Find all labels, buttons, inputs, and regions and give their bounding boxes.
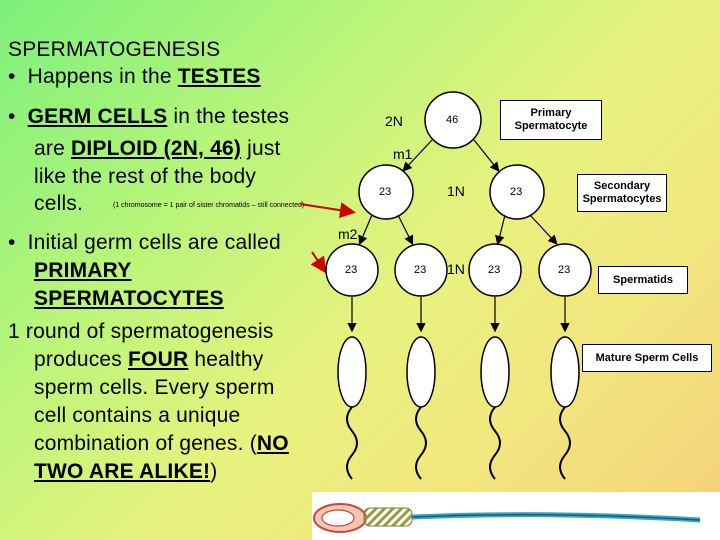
spermatid-count-1: 23 [345,264,358,276]
secondary-cell-left [358,164,414,220]
sperm-cell-4 [550,336,580,480]
label-2n: 2N [385,113,403,129]
spermatid-2 [394,243,448,297]
spermatid-count-3: 23 [488,264,501,276]
spermatid-4 [538,243,592,297]
round-line3: sperm cells. Every sperm [34,376,275,399]
primary-line2: PRIMARY [34,259,132,282]
sperm-cell-2 [406,336,436,480]
germ-cells-line3: like the rest of the body [34,165,257,188]
label-1n-secondary: 1N [447,183,465,199]
round-line4: cell contains a unique [34,404,241,427]
label-m2: m2 [338,226,358,242]
sperm-cell-1 [337,336,367,480]
label-1n-spermatid: 1N [447,261,465,277]
germ-cells-line2: are DIPLOID (2N, 46) just [34,137,281,160]
red-arrow-m2 [310,251,327,274]
box-mature-sperm: Mature Sperm Cells [582,344,712,372]
round-line6: TWO ARE ALIKE!) [34,460,218,483]
red-arrow-m1 [299,202,356,219]
chromosome-footnote: (1 chromosome = 1 pair of sister chromat… [113,202,305,209]
secondary-cell-right [489,164,545,220]
label-m1: m1 [393,146,413,162]
spermatid-3 [468,243,522,297]
bullet-germ-cells: • GERM CELLS in the testes [8,105,290,128]
spermatid-count-4: 23 [558,264,571,276]
germ-cells-line4: cells. [34,192,84,215]
primary-line3: SPERMATOCYTES [34,287,224,310]
secondary-count-left: 23 [379,186,392,198]
primary-chromosome-count: 46 [446,114,459,126]
sperm-illustration [312,492,720,540]
box-secondary-spermatocytes: Secondary Spermatocytes [577,174,667,212]
slide-title: SPERMATOGENESIS [8,38,221,61]
primary-cell-circle [424,91,482,149]
spermatid-1 [325,243,379,297]
round-line5: combination of genes. (NO [34,432,289,455]
spermatid-count-2: 23 [414,264,427,276]
secondary-count-right: 23 [510,186,523,198]
box-spermatids: Spermatids [598,266,688,294]
round-line1: 1 round of spermatogenesis [8,320,274,343]
sperm-cell-3 [480,336,510,480]
bullet-testes: • Happens in the TESTES [8,65,261,88]
bullet-primary: • Initial germ cells are called [8,231,281,254]
box-primary-spermatocyte: Primary Spermatocyte [500,100,602,140]
round-line2: produces FOUR healthy [34,348,264,371]
